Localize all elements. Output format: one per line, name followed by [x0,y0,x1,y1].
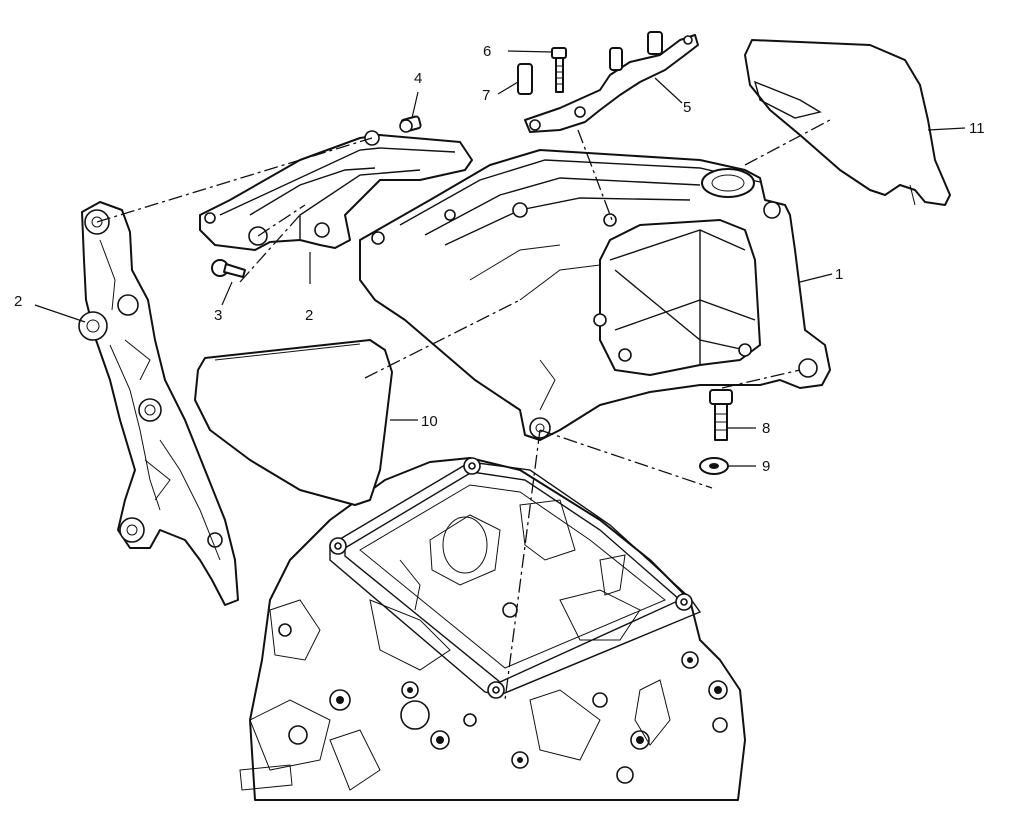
side-plate-left [78,201,239,606]
washer-9 [699,457,729,475]
bolt-8 [709,389,733,441]
leader-lines [34,50,966,467]
callout-4: 4 [414,70,422,87]
callout-10: 10 [421,413,438,430]
callout-2-side-plate: 2 [14,293,22,310]
left-cover [194,339,393,506]
pin-7 [517,63,533,95]
bolt-4 [399,115,422,133]
assembly-lines [96,119,831,701]
bolt-3 [211,259,246,278]
engine-block [239,457,746,801]
callout-1: 1 [835,266,843,283]
right-cover [744,39,951,206]
callout-7: 7 [482,87,490,104]
bolt-6 [551,47,567,93]
top-bracket [524,31,699,133]
callout-8: 8 [762,420,770,437]
upper-bracket [199,130,473,251]
callout-5: 5 [683,99,691,116]
main-frame [359,149,831,441]
callout-6: 6 [483,43,491,60]
callout-11: 11 [969,120,985,137]
callout-9: 9 [762,458,770,475]
callout-3: 3 [214,307,222,324]
callout-2-bracket: 2 [305,307,313,324]
callout-labels: 1 2 2 3 4 5 6 7 8 9 10 11 [14,43,985,475]
